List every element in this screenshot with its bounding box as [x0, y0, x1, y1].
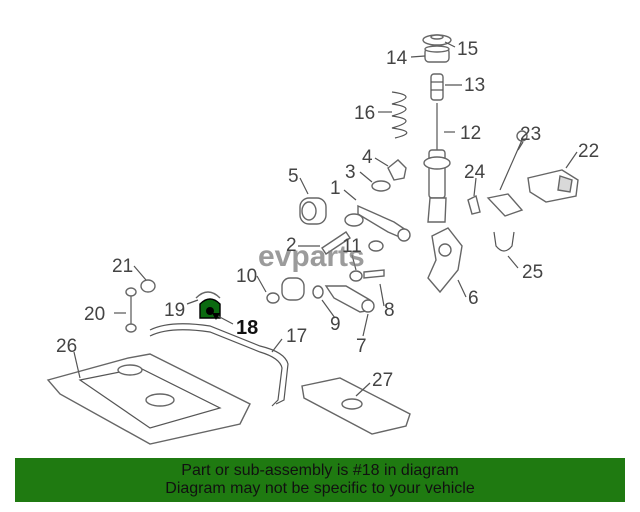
watermark-logo: evparts [258, 240, 365, 273]
callout-2: 2 [286, 235, 297, 256]
strut-bearing [424, 45, 450, 63]
callout-8: 8 [384, 300, 395, 321]
steering-knuckle [427, 227, 463, 294]
washer [371, 180, 391, 192]
upper-control-arm [357, 204, 411, 242]
reinforcement-plate [301, 377, 411, 435]
mount-bracket [527, 169, 579, 203]
stabilizer-link-right [486, 130, 528, 217]
coil-spring [391, 91, 408, 139]
bushing-lower [266, 277, 305, 304]
bolt [467, 194, 481, 215]
callout-17: 17 [286, 326, 307, 347]
callout-1: 1 [330, 178, 341, 199]
callout-23: 23 [520, 124, 541, 145]
callout-27: 27 [372, 370, 393, 391]
callout-21: 21 [112, 256, 133, 277]
subframe [46, 353, 251, 445]
callout-14: 14 [386, 48, 408, 69]
leader-lines [73, 41, 578, 397]
callout-26: 26 [56, 336, 77, 357]
bump-stop [430, 73, 444, 101]
callout-10: 10 [236, 266, 257, 287]
callout-25: 25 [522, 262, 543, 283]
bolt-2 [321, 231, 351, 255]
bushing-clamp [195, 291, 221, 299]
callout-24: 24 [464, 162, 486, 183]
lower-control-arm [324, 285, 375, 313]
washer-9 [312, 285, 324, 299]
callout-7: 7 [356, 336, 367, 357]
info-banner: Part or sub-assembly is #18 in diagram D… [15, 458, 625, 502]
callout-19: 19 [164, 300, 185, 321]
callout-9: 9 [330, 314, 341, 335]
banner-line-1: Part or sub-assembly is #18 in diagram [181, 462, 459, 479]
washer-2 [344, 213, 384, 252]
callout-13: 13 [464, 75, 485, 96]
callout-20: 20 [84, 304, 105, 325]
stabilizer-bar [149, 323, 289, 407]
u-bolt [493, 231, 515, 252]
strut-assembly [423, 103, 451, 223]
callout-12: 12 [460, 123, 481, 144]
callout-16: 16 [354, 103, 375, 124]
cam-bolt [349, 269, 385, 282]
callout-4: 4 [362, 147, 373, 168]
callout-18: 18 [236, 317, 258, 339]
stabilizer-link-left [125, 279, 156, 333]
callout-11: 11 [342, 236, 362, 257]
callout-5: 5 [288, 166, 299, 187]
banner-line-2: Diagram may not be specific to your vehi… [165, 480, 475, 497]
bushing-upper [299, 197, 327, 225]
callout-3: 3 [345, 162, 356, 183]
parts-diagram: evparts 15 14 13 16 12 23 22 4 3 5 1 24 … [46, 34, 599, 445]
callout-6: 6 [468, 288, 479, 309]
strut-mount [422, 34, 452, 46]
callout-22: 22 [578, 141, 599, 162]
callout-15: 15 [457, 39, 478, 60]
nut [387, 159, 407, 181]
